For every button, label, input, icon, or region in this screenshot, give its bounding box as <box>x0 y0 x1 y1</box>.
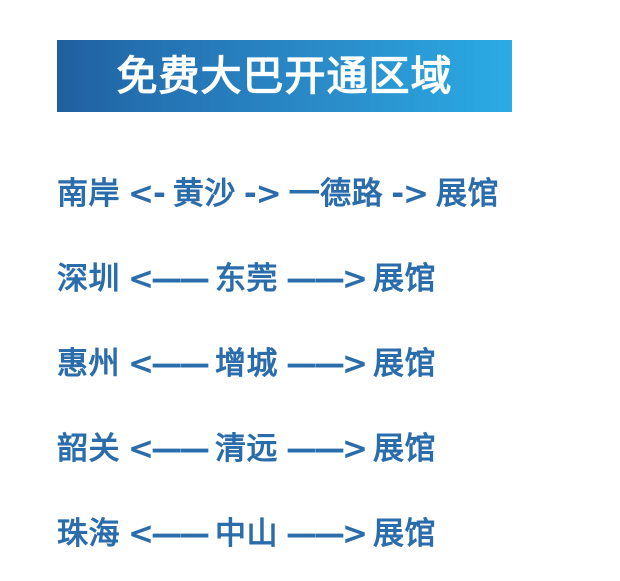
route-destination: 展馆 <box>372 261 436 297</box>
route-arrow-outbound: ——> <box>285 261 368 297</box>
route-midpoint: 清远 <box>214 431 278 467</box>
route-arrow-inbound: <- <box>128 176 166 212</box>
route-arrow-outbound: ——> <box>285 431 368 467</box>
route-arrow-outbound: ——> <box>285 346 368 382</box>
route-arrow-inbound: <—— <box>128 346 210 382</box>
route-destination: 展馆 <box>372 516 436 552</box>
route-arrow-outbound: -> <box>243 176 282 212</box>
route-arrow-inbound: <—— <box>128 516 210 552</box>
route-arrow-inbound: <—— <box>128 431 210 467</box>
route-list: 南岸 <- 黄沙 -> 一德路 -> 展馆 深圳 <—— 东莞 ——> 展馆 惠… <box>57 152 602 577</box>
route-arrow-final: -> <box>391 176 429 212</box>
route-midpoint: 黄沙 <box>172 176 236 212</box>
route-row: 珠海 <—— 中山 ——> 展馆 <box>57 492 602 577</box>
route-origin: 惠州 <box>57 346 120 382</box>
route-arrow-inbound: <—— <box>128 261 210 297</box>
header-banner: 免费大巴开通区域 <box>57 40 512 112</box>
route-row: 韶关 <—— 清远 ——> 展馆 <box>57 407 602 492</box>
route-origin: 南岸 <box>57 176 120 212</box>
route-destination: 展馆 <box>372 431 436 467</box>
route-destination: 展馆 <box>372 346 436 382</box>
route-midpoint: 东莞 <box>214 261 278 297</box>
route-row: 南岸 <- 黄沙 -> 一德路 -> 展馆 <box>57 152 602 237</box>
route-waypoint: 一德路 <box>288 176 384 212</box>
route-row: 深圳 <—— 东莞 ——> 展馆 <box>57 237 602 322</box>
route-origin: 深圳 <box>57 261 120 297</box>
page-title: 免费大巴开通区域 <box>116 51 453 100</box>
route-destination: 展馆 <box>436 176 500 212</box>
route-origin: 珠海 <box>57 516 120 552</box>
route-midpoint: 增城 <box>214 346 278 382</box>
route-midpoint: 中山 <box>214 516 278 552</box>
route-row: 惠州 <—— 增城 ——> 展馆 <box>57 322 602 407</box>
route-origin: 韶关 <box>57 431 120 467</box>
route-arrow-outbound: ——> <box>285 516 368 552</box>
